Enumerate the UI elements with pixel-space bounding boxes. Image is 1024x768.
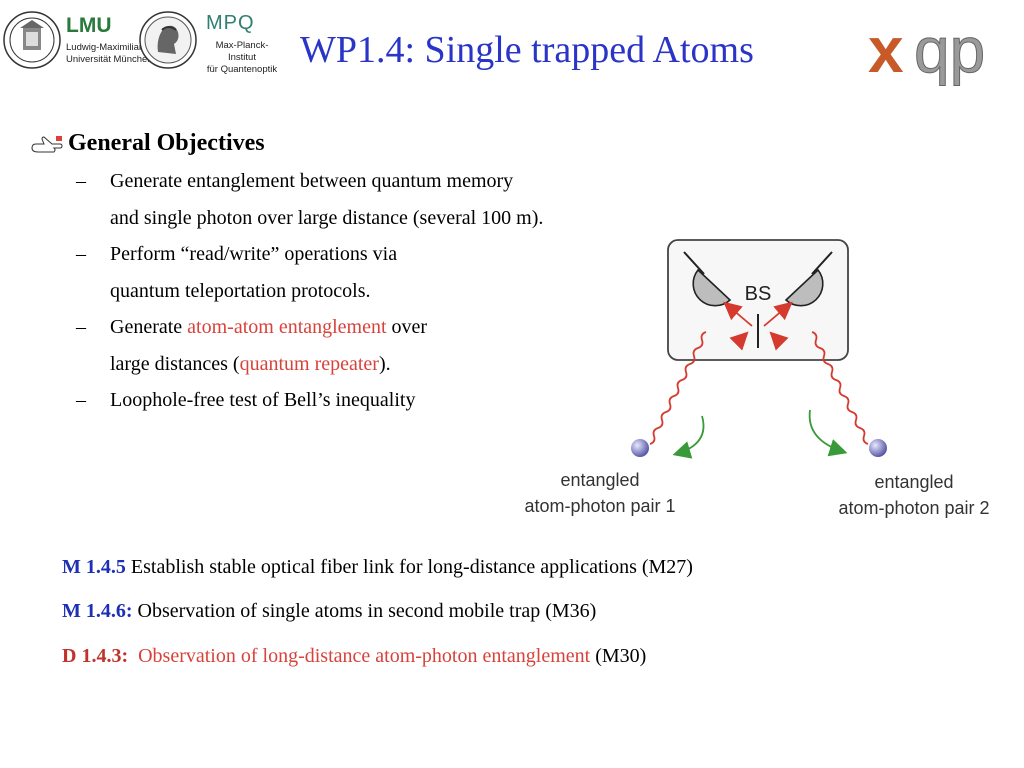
objective-line: Generate atom-atom entanglement over xyxy=(110,316,427,339)
pointing-hand-icon xyxy=(31,136,63,153)
milestone-text: Observation of single atoms in second mo… xyxy=(132,600,597,622)
photon-left-arrow xyxy=(729,331,749,351)
milestone-highlight-text: Observation of long-distance atom-photon… xyxy=(128,645,591,667)
milestone-code: M 1.4.6: xyxy=(62,600,133,622)
atom-right xyxy=(869,439,887,457)
photon-left-wave xyxy=(649,331,707,445)
atom-left xyxy=(631,439,649,457)
milestone-text: Establish stable optical fiber link for … xyxy=(125,556,693,578)
right-pair-label-1: entangled xyxy=(874,472,953,492)
milestone-text: (M30) xyxy=(590,645,647,667)
left-pair-label-1: entangled xyxy=(560,470,639,490)
highlight-text: atom-atom entanglement xyxy=(187,316,387,338)
lmu-logo-line2: Universität München xyxy=(66,54,153,65)
milestone-code: M 1.4.5 xyxy=(62,556,126,578)
objective-line: Generate entanglement between quantum me… xyxy=(110,170,513,193)
objective-dash: – xyxy=(76,389,86,411)
objective-text: Generate xyxy=(110,316,188,338)
objective-line: Perform “read/write” operations via xyxy=(110,243,397,266)
xqp-logo: x qp xyxy=(868,14,986,87)
right-pair-label-2: atom-photon pair 2 xyxy=(838,498,989,518)
highlight-text: quantum repeater xyxy=(239,352,379,375)
objectives-heading: General Objectives xyxy=(68,130,265,156)
lmu-logo-line1: Ludwig-Maximilians xyxy=(66,42,149,53)
objective-line: and single photon over large distance (s… xyxy=(110,207,543,230)
xqp-logo-qp: qp xyxy=(914,14,985,86)
objective-text: large distances ( xyxy=(110,352,240,375)
objective-text: Loophole-free test of Bell’s inequality xyxy=(110,389,416,411)
objective-text: ). xyxy=(378,352,391,375)
photon-right-arrow xyxy=(769,331,789,351)
lmu-seal-logo xyxy=(3,11,61,69)
milestone-code: D 1.4.3: xyxy=(62,645,129,667)
xqp-logo-x: x xyxy=(868,14,904,86)
beam-splitter-label: BS xyxy=(745,283,772,305)
objective-text: over xyxy=(386,316,428,338)
objective-text: Generate entanglement between quantum me… xyxy=(110,170,514,192)
mpq-logo-text: Max-Planck-Institut für Quantenoptik xyxy=(204,40,280,76)
objective-dash: – xyxy=(76,316,86,338)
milestone-row: D 1.4.3: Observation of long-distance at… xyxy=(62,645,646,668)
lmu-logo-text: Ludwig-Maximilians Universität München xyxy=(66,42,153,66)
objective-text: and single photon over large distance (s… xyxy=(110,206,544,229)
objective-line: quantum teleportation protocols. xyxy=(110,280,371,303)
mpq-logo-line2: für Quantenoptik xyxy=(206,64,278,75)
arrow-to-right-detector xyxy=(763,301,793,327)
objective-text: quantum teleportation protocols. xyxy=(110,279,371,302)
green-arrow-left xyxy=(672,415,705,459)
minerva-seal-logo xyxy=(139,11,197,69)
lmu-logo-title: LMU xyxy=(66,14,112,37)
green-arrow-right xyxy=(808,409,848,457)
mpq-logo-title: MPQ xyxy=(206,12,255,34)
photon-right-wave xyxy=(811,331,869,445)
milestone-row: M 1.4.6: Observation of single atoms in … xyxy=(62,600,596,623)
milestone-row: M 1.4.5 Establish stable optical fiber l… xyxy=(62,556,693,579)
objective-dash: – xyxy=(76,243,86,265)
slide-title: WP1.4: Single trapped Atoms xyxy=(300,29,754,71)
left-pair-label-2: atom-photon pair 1 xyxy=(524,496,675,516)
objective-line: Loophole-free test of Bell’s inequality xyxy=(110,389,415,412)
objective-text: Perform “read/write” operations via xyxy=(110,243,398,265)
mpq-logo-line1: Max-Planck-Institut xyxy=(215,40,269,63)
arrow-to-left-detector xyxy=(723,301,753,327)
entanglement-diagram: BS entangled atom-photon pair 1 entangle… xyxy=(524,239,990,518)
objective-line: large distances (quantum repeater). xyxy=(110,353,391,376)
detection-box xyxy=(667,239,849,361)
objective-dash: – xyxy=(76,170,86,192)
